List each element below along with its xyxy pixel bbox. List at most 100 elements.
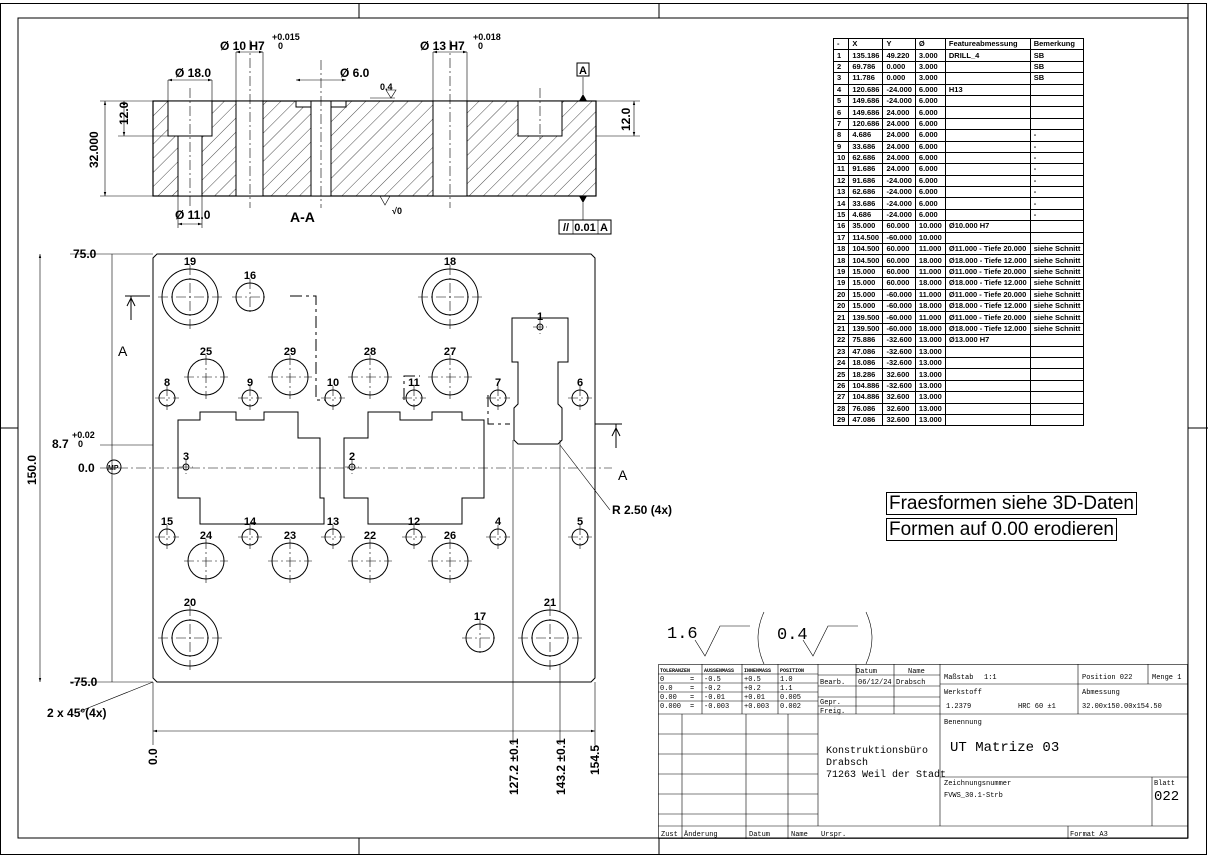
table-cell: -24.000	[882, 83, 916, 96]
table-cell: 27	[832, 391, 850, 404]
table-header-cell: Y	[882, 37, 916, 51]
hole-10: 10	[321, 377, 345, 410]
table-cell: Ø18.000 - Tiefe 12.000	[944, 254, 1031, 267]
hole-7: 7	[486, 377, 510, 410]
svg-text:150.0: 150.0	[25, 455, 39, 485]
table-cell: DRILL_4	[944, 49, 1031, 62]
svg-text:Änderung: Änderung	[684, 830, 718, 839]
table-cell: 24.000	[882, 163, 916, 176]
table-cell: 6.000	[914, 129, 946, 142]
svg-text:022: 022	[1154, 789, 1179, 805]
table-header-cell: X	[848, 37, 884, 51]
hole-label: 26	[444, 530, 456, 542]
table-cell: 32.600	[882, 402, 916, 415]
hole-label: 5	[577, 516, 583, 528]
table-cell: 13.000	[914, 402, 946, 415]
tolerance-cell: -0.5	[704, 676, 721, 684]
table-cell: Ø11.000 - Tiefe 20.000	[944, 243, 1031, 256]
table-cell: -60.000	[882, 231, 916, 245]
table-cell	[944, 140, 1031, 153]
svg-text:√0: √0	[392, 206, 402, 216]
table-cell: 24.000	[882, 140, 916, 153]
table-cell: 10.000	[914, 231, 946, 245]
table-cell: 114.500	[848, 231, 884, 245]
table-cell: Ø18.000 - Tiefe 12.000	[944, 299, 1031, 313]
hole-label: 7	[495, 377, 501, 389]
hole-label: 23	[284, 530, 296, 542]
table-cell: 12	[832, 174, 850, 188]
table-cell: 104.886	[848, 391, 884, 404]
svg-text:Drabsch: Drabsch	[896, 679, 925, 687]
table-cell: 32.600	[882, 368, 916, 381]
tolerance-cell: 1.0	[780, 676, 793, 684]
table-cell: 104.500	[848, 254, 884, 267]
tolerance-header: AUSSENMASS	[704, 668, 734, 674]
tolerance-header: POSITION	[780, 668, 804, 674]
table-cell: 13.000	[914, 379, 946, 393]
table-cell: 29	[832, 413, 850, 427]
svg-text:75.0: 75.0	[73, 247, 97, 261]
svg-text:+0.02: +0.02	[72, 430, 95, 440]
hole-label: 9	[247, 377, 253, 389]
hole-label: 6	[577, 377, 583, 389]
table-cell: 15	[832, 208, 850, 222]
table-cell	[1029, 220, 1085, 233]
table-cell: 91.686	[848, 174, 884, 188]
table-cell: 3.000	[914, 49, 946, 62]
hole-6: 6	[568, 377, 592, 410]
hole-label: 25	[200, 346, 212, 358]
hole-4: 4	[486, 516, 510, 549]
table-cell	[1029, 379, 1085, 393]
svg-text:06/12/24: 06/12/24	[858, 679, 892, 687]
hole-1: 1	[533, 311, 547, 334]
table-cell: 2	[832, 60, 850, 74]
table-cell: 49.220	[882, 49, 916, 62]
table-cell: 6.000	[914, 94, 946, 108]
table-cell: Ø13.000 H7	[944, 334, 1031, 347]
table-cell: 6.000	[914, 208, 946, 222]
table-cell: 21	[832, 322, 850, 336]
table-cell: -32.600	[882, 356, 916, 370]
table-cell	[1029, 391, 1085, 404]
table-cell	[944, 117, 1031, 131]
svg-text:Drabsch: Drabsch	[826, 757, 868, 769]
table-cell: 6.000	[914, 117, 946, 131]
table-cell	[1029, 356, 1085, 370]
table-cell	[944, 208, 1031, 222]
tolerance-cell: 1.1	[780, 685, 793, 693]
hole-24: 24	[184, 530, 228, 583]
table-cell: 28	[832, 402, 850, 415]
hole-label: 28	[364, 346, 376, 358]
note-3d-data: Fraesformen siehe 3D-Daten	[886, 492, 1137, 515]
svg-text:2 x 45°(4x): 2 x 45°(4x)	[47, 706, 107, 720]
table-cell: 120.686	[848, 83, 884, 96]
table-cell: -	[1029, 151, 1085, 165]
table-cell: 21	[832, 311, 850, 324]
table-cell: 6.000	[914, 163, 946, 176]
hole-23: 23	[268, 530, 312, 583]
table-cell: 11	[832, 163, 850, 176]
hole-label: 19	[184, 256, 196, 268]
table-cell: 4.686	[848, 208, 884, 222]
table-cell: 20	[832, 299, 850, 313]
table-cell: 15.000	[848, 299, 884, 313]
table-cell: 5	[832, 94, 850, 108]
hole-5: 5	[568, 516, 592, 549]
svg-text:1:1: 1:1	[984, 674, 997, 682]
hole-label: 14	[244, 516, 257, 528]
table-cell: 13	[832, 186, 850, 199]
table-cell	[944, 151, 1031, 165]
tolerance-cell: +0.5	[744, 676, 761, 684]
